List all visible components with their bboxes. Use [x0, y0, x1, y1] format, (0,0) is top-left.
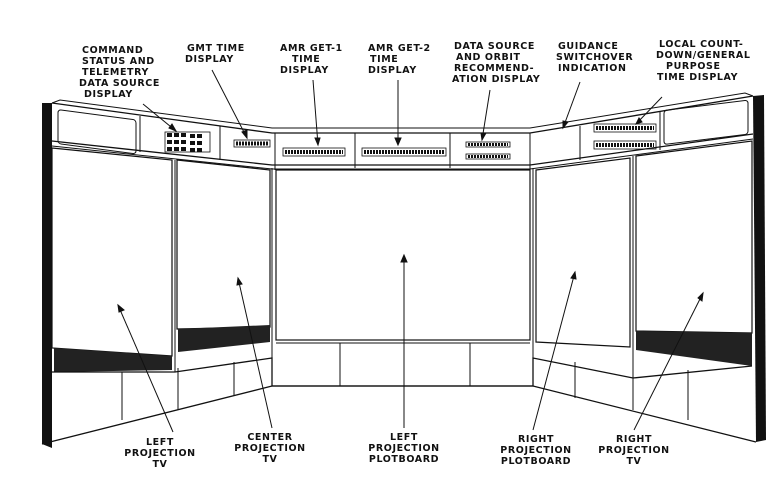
label-local-countdown-line4: TIME DISPLAY	[657, 72, 738, 83]
label-amr-get2-line2: TIME	[370, 54, 398, 65]
label-gmt-time-line1: GMT TIME	[187, 43, 245, 54]
left-projection-tv-screen	[51, 147, 173, 357]
label-data-source-orbit-line4: ATION DISPLAY	[452, 74, 540, 85]
label-data-source-orbit-line3: RECOMMEND-	[454, 63, 534, 74]
label-guidance-switchover-line3: INDICATION	[558, 63, 627, 74]
left-outer-edge	[42, 103, 52, 448]
label-amr-get2-line3: DISPLAY	[368, 65, 417, 76]
label-data-source-orbit: DATA SOURCE AND ORBIT RECOMMEND- ATION D…	[452, 41, 540, 85]
center-tv-hatch	[178, 325, 270, 352]
label-right-projection-plotboard-line3: PLOTBOARD	[501, 456, 571, 467]
label-left-projection-tv-line3: TV	[152, 459, 167, 470]
leader-lines	[117, 69, 704, 433]
label-center-projection-tv-line2: PROJECTION	[234, 443, 305, 454]
label-data-source-orbit-line1: DATA SOURCE	[454, 41, 535, 52]
leader-right-projection-plotboard	[532, 271, 576, 431]
label-command-status-line1: COMMAND	[82, 45, 143, 56]
right-outer-edge	[753, 95, 766, 442]
label-right-projection-tv-line1: RIGHT	[616, 434, 652, 445]
label-amr-get1-line1: AMR GET-1	[280, 43, 343, 54]
center-projection-tv-screen	[176, 159, 271, 330]
display-wall-structure	[41, 92, 766, 448]
center-plotboard-screen	[275, 169, 531, 341]
label-left-projection-plotboard: LEFT PROJECTION PLOTBOARD	[368, 432, 439, 465]
label-right-projection-tv-line3: TV	[626, 456, 641, 467]
label-amr-get1: AMR GET-1 TIME DISPLAY	[280, 43, 343, 76]
label-right-projection-plotboard-line1: RIGHT	[518, 434, 554, 445]
leader-guidance-switchover	[562, 81, 581, 129]
label-command-status-line4: DATA SOURCE	[79, 78, 160, 89]
label-right-projection-tv: RIGHT PROJECTION TV	[598, 434, 669, 467]
label-left-projection-plotboard-line2: PROJECTION	[368, 443, 439, 454]
command-status-display-panel	[164, 131, 211, 153]
label-left-projection-plotboard-line1: LEFT	[390, 432, 418, 443]
label-amr-get1-line3: DISPLAY	[280, 65, 329, 76]
label-center-projection-tv-line3: TV	[262, 454, 277, 465]
label-left-projection-plotboard-line3: PLOTBOARD	[369, 454, 439, 465]
label-gmt-time-line2: DISPLAY	[185, 54, 234, 65]
leader-gmt-time	[211, 69, 248, 139]
label-command-status-line2: STATUS AND	[82, 56, 155, 67]
label-left-projection-tv: LEFT PROJECTION TV	[124, 437, 195, 470]
label-right-projection-tv-line2: PROJECTION	[598, 445, 669, 456]
label-amr-get2: AMR GET-2 TIME DISPLAY	[368, 43, 431, 76]
leader-center-projection-tv	[237, 277, 273, 429]
right-projection-plotboard-screen	[535, 157, 631, 348]
label-guidance-switchover-line2: SWITCHOVER	[556, 52, 633, 63]
label-command-status-line3: TELEMETRY	[82, 67, 149, 78]
label-gmt-time: GMT TIME DISPLAY	[185, 43, 245, 65]
left-tv-hatch	[54, 348, 172, 372]
leader-left-projection-tv	[117, 304, 174, 433]
label-guidance-switchover: GUIDANCE SWITCHOVER INDICATION	[556, 41, 633, 74]
label-left-projection-tv-line1: LEFT	[146, 437, 174, 448]
amr-get1-display-panel	[282, 147, 346, 157]
leader-right-projection-tv	[633, 292, 704, 431]
label-command-status: COMMAND STATUS AND TELEMETRY DATA SOURCE…	[79, 45, 160, 100]
label-right-projection-plotboard: RIGHT PROJECTION PLOTBOARD	[500, 434, 571, 467]
right-tv-hatch	[636, 331, 752, 366]
label-local-countdown-line1: LOCAL COUNT-	[659, 39, 743, 50]
data-source-orbit-display-panel	[465, 141, 511, 160]
label-center-projection-tv: CENTER PROJECTION TV	[234, 432, 305, 465]
label-command-status-line5: DISPLAY	[84, 89, 133, 100]
label-amr-get2-line1: AMR GET-2	[368, 43, 431, 54]
label-center-projection-tv-line1: CENTER	[247, 432, 292, 443]
gmt-time-display-panel	[233, 139, 271, 148]
label-local-countdown: LOCAL COUNT- DOWN/GENERAL PURPOSE TIME D…	[656, 39, 751, 83]
label-local-countdown-line3: PURPOSE	[666, 61, 721, 72]
right-projection-tv-screen	[635, 140, 753, 334]
label-local-countdown-line2: DOWN/GENERAL	[656, 50, 751, 61]
label-guidance-switchover-line1: GUIDANCE	[558, 41, 619, 52]
label-left-projection-tv-line2: PROJECTION	[124, 448, 195, 459]
amr-get2-display-panel	[361, 147, 447, 157]
label-right-projection-plotboard-line2: PROJECTION	[500, 445, 571, 456]
leader-amr-get1	[312, 79, 319, 146]
label-amr-get1-line2: TIME	[292, 54, 320, 65]
label-data-source-orbit-line2: AND ORBIT	[456, 52, 521, 63]
local-countdown-display-panel	[593, 123, 657, 150]
leader-data-source-orbit	[481, 89, 491, 141]
